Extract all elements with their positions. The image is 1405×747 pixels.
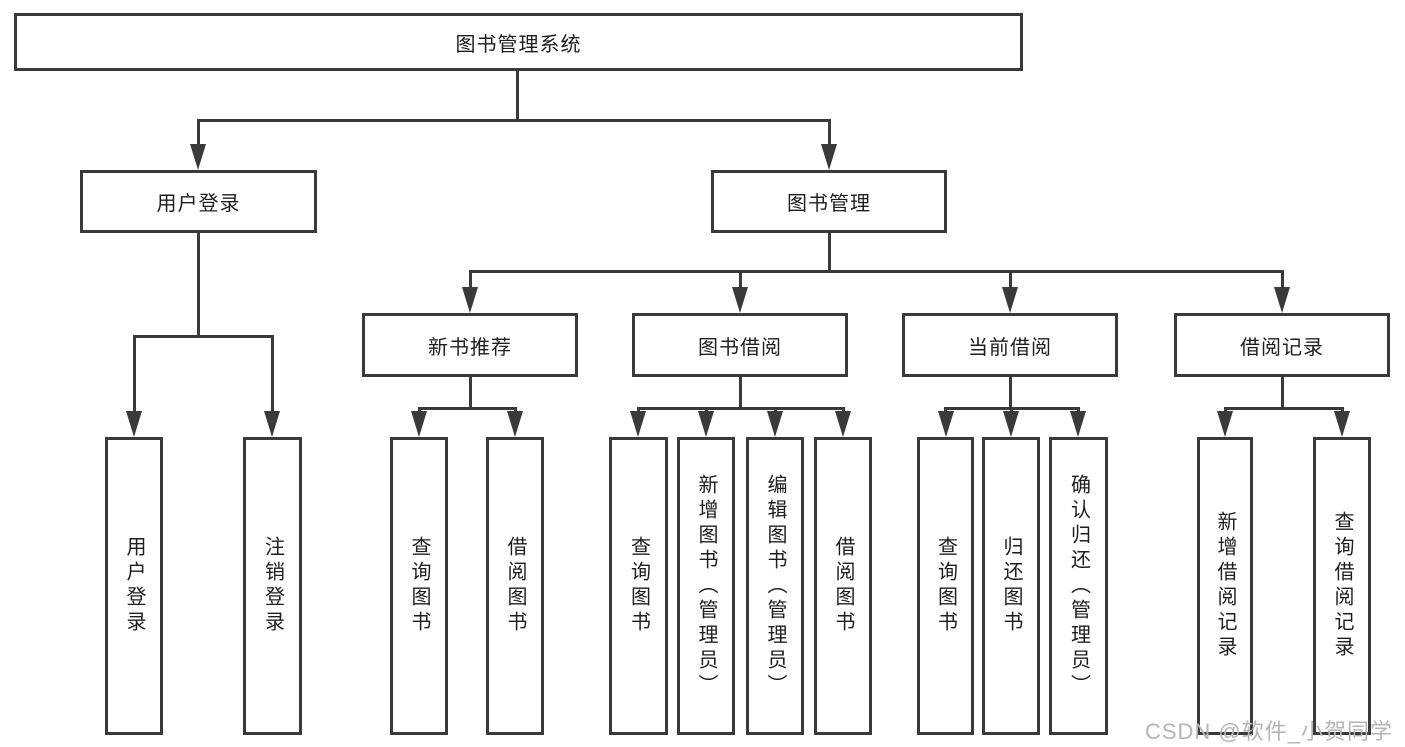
connector-drop-leaf-user-login bbox=[133, 335, 136, 413]
leaf-cb-return-books: 归还图书 bbox=[982, 437, 1040, 735]
arrowhead-new-book-rec bbox=[462, 287, 478, 313]
leaf-logout: 注销登录 bbox=[243, 437, 302, 735]
arrowhead-cb-return bbox=[1003, 411, 1019, 437]
connector-br-branch bbox=[1224, 407, 1344, 410]
leaf-bb-query-books: 查询图书 bbox=[609, 437, 668, 735]
connector-root-stem bbox=[516, 71, 519, 121]
connector-book-mgmt-branch bbox=[469, 270, 1283, 273]
arrowhead-bb-borrow bbox=[835, 411, 851, 437]
connector-user-login-stem bbox=[197, 233, 200, 337]
connector-cb-stem bbox=[1009, 377, 1012, 409]
node-borrow-records: 借阅记录 bbox=[1174, 313, 1390, 377]
node-current-borrow: 当前借阅 bbox=[902, 313, 1118, 377]
connector-book-mgmt-stem bbox=[828, 233, 831, 272]
node-book-management: 图书管理 bbox=[711, 170, 947, 233]
leaf-bb-borrow-books: 借阅图书 bbox=[814, 437, 872, 735]
arrowhead-current-borrow bbox=[1002, 287, 1018, 313]
connector-nb-stem bbox=[469, 377, 472, 409]
arrowhead-bb-edit bbox=[767, 411, 783, 437]
arrowhead-borrow-records bbox=[1274, 287, 1290, 313]
leaf-nb-query-books: 查询图书 bbox=[390, 437, 448, 735]
node-root: 图书管理系统 bbox=[14, 13, 1023, 71]
leaf-bb-add-books-admin: 新增图书（管理员） bbox=[677, 437, 735, 735]
leaf-bb-edit-books-admin: 编辑图书（管理员） bbox=[746, 437, 804, 735]
leaf-cb-confirm-return-admin: 确认归还（管理员） bbox=[1049, 437, 1108, 735]
arrowhead-nb-borrow bbox=[507, 411, 523, 437]
csdn-watermark: CSDN @软件_小贺同学 bbox=[1144, 719, 1393, 744]
connector-user-login-branch bbox=[133, 335, 274, 338]
arrowhead-cb-confirm bbox=[1070, 411, 1086, 437]
arrowhead-leaf-logout bbox=[264, 411, 280, 437]
connector-drop-current-borrow bbox=[1009, 270, 1012, 292]
connector-drop-book-borrow bbox=[739, 270, 742, 292]
connector-br-stem bbox=[1281, 377, 1284, 409]
connector-drop-user-login bbox=[197, 119, 200, 149]
arrowhead-bb-query bbox=[630, 411, 646, 437]
leaf-user-login: 用户登录 bbox=[105, 437, 163, 735]
connector-root-branch bbox=[197, 119, 831, 122]
arrowhead-book-mgmt bbox=[821, 144, 837, 170]
arrowhead-leaf-user-login bbox=[126, 411, 142, 437]
arrowhead-br-add bbox=[1217, 411, 1233, 437]
connector-drop-borrow-records bbox=[1281, 270, 1284, 292]
node-user-login: 用户登录 bbox=[80, 170, 317, 233]
arrowhead-book-borrow bbox=[732, 287, 748, 313]
arrowhead-br-query bbox=[1334, 411, 1350, 437]
leaf-br-query-record: 查询借阅记录 bbox=[1313, 437, 1371, 735]
connector-bb-branch bbox=[637, 407, 845, 410]
leaf-cb-query-books: 查询图书 bbox=[917, 437, 974, 735]
arrowhead-bb-add bbox=[698, 411, 714, 437]
leaf-nb-borrow-books: 借阅图书 bbox=[486, 437, 544, 735]
arrowhead-cb-query bbox=[938, 411, 954, 437]
connector-nb-branch bbox=[418, 407, 517, 410]
leaf-br-add-record: 新增借阅记录 bbox=[1197, 437, 1253, 735]
connector-drop-leaf-logout bbox=[271, 335, 274, 413]
node-book-borrow: 图书借阅 bbox=[632, 313, 848, 377]
connector-drop-book-mgmt bbox=[828, 119, 831, 149]
arrowhead-user-login bbox=[190, 144, 206, 170]
arrowhead-nb-query bbox=[411, 411, 427, 437]
connector-bb-stem bbox=[739, 377, 742, 409]
connector-drop-new-book-rec bbox=[469, 270, 472, 292]
node-new-book-recommend: 新书推荐 bbox=[362, 313, 578, 377]
